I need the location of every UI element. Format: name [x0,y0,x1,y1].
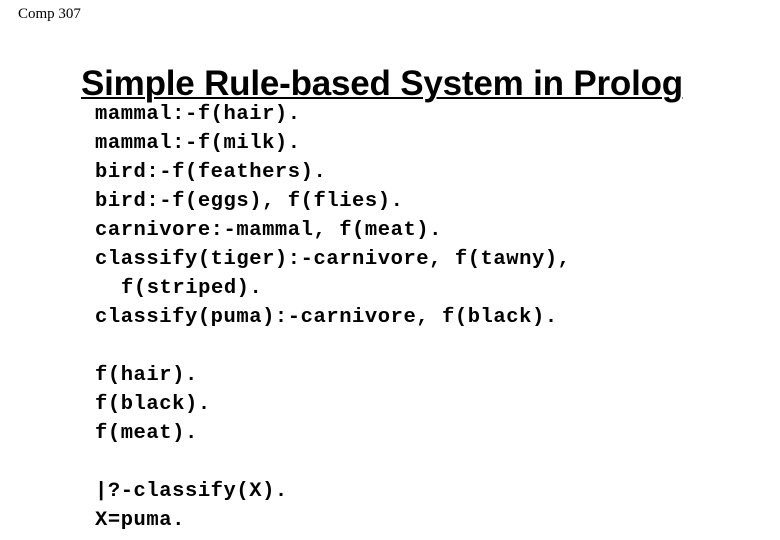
page-title: Simple Rule-based System in Prolog [81,64,683,104]
prolog-query-section: |?-classify(X). X=puma. [95,477,755,535]
code-line-continuation: f(striped). [121,277,263,300]
prolog-rules-section: mammal:-f(hair). mammal:-f(milk). bird:-… [95,100,755,332]
prolog-facts-section: f(hair). f(black). f(meat). [95,361,755,448]
code-line: f(hair). [95,364,198,387]
code-line: classify(tiger):-carnivore, f(tawny), [95,248,571,271]
code-blank-line [95,332,755,361]
code-blank-line [95,448,755,477]
code-line: carnivore:-mammal, f(meat). [95,219,443,242]
code-line: classify(puma):-carnivore, f(black). [95,306,558,329]
code-line: f(black). [95,393,211,416]
code-line: mammal:-f(hair). [95,103,301,126]
prolog-code-block: mammal:-f(hair). mammal:-f(milk). bird:-… [95,100,755,535]
code-line: bird:-f(feathers). [95,161,327,184]
code-line-answer: X=puma. [95,509,185,532]
code-line: f(meat). [95,422,198,445]
code-line-query: |?-classify(X). [95,480,288,503]
code-line: bird:-f(eggs), f(flies). [95,190,404,213]
code-line: mammal:-f(milk). [95,132,301,155]
course-label: Comp 307 [18,6,81,22]
